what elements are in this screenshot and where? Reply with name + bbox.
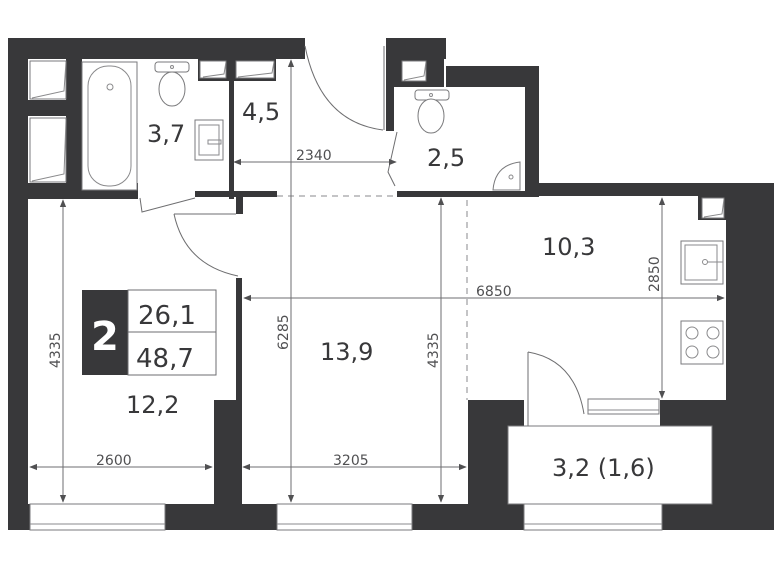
ventilation-shafts bbox=[29, 60, 725, 219]
dim-total-width: 6850 bbox=[476, 284, 512, 300]
kitchen-fixtures bbox=[680, 240, 724, 365]
apartment-badge: 2 26,1 48,7 bbox=[82, 289, 217, 376]
room-area-balcony: 3,2 (1,6) bbox=[552, 454, 655, 482]
toilet-fixtures bbox=[387, 89, 521, 191]
walls bbox=[8, 38, 774, 530]
bathroom-fixtures bbox=[81, 61, 224, 213]
entrance-door bbox=[304, 45, 385, 131]
rooms-count: 2 bbox=[91, 314, 119, 360]
room-area-bedroom: 12,2 bbox=[126, 391, 179, 419]
dim-overall-depth: 6285 bbox=[276, 314, 292, 350]
windows bbox=[29, 503, 663, 531]
dim-bedroom-depth: 4335 bbox=[48, 332, 64, 368]
corner-sink-icon bbox=[492, 161, 521, 191]
room-area-hallway: 4,5 bbox=[242, 98, 280, 126]
dim-bedroom-width: 2600 bbox=[96, 453, 132, 469]
room-area-kitchen: 10,3 bbox=[542, 233, 595, 261]
stove-icon bbox=[680, 320, 724, 365]
room-area-toilet: 2,5 bbox=[427, 144, 465, 172]
balcony-door bbox=[507, 351, 713, 505]
room-area-living-room: 13,9 bbox=[320, 338, 373, 366]
room-area-bathroom: 3,7 bbox=[147, 120, 185, 148]
dimension-lines bbox=[29, 59, 725, 503]
dim-hallway-width: 2340 bbox=[296, 148, 332, 164]
dim-kitchen-depth: 2850 bbox=[647, 256, 663, 292]
living-area: 26,1 bbox=[138, 301, 196, 331]
dim-living-width: 3205 bbox=[333, 453, 369, 469]
bathtub-icon bbox=[81, 61, 138, 191]
bedroom-door bbox=[173, 213, 239, 277]
dim-living-depth: 4335 bbox=[426, 332, 442, 368]
total-area: 48,7 bbox=[136, 344, 194, 374]
toilet-icon bbox=[154, 61, 190, 73]
